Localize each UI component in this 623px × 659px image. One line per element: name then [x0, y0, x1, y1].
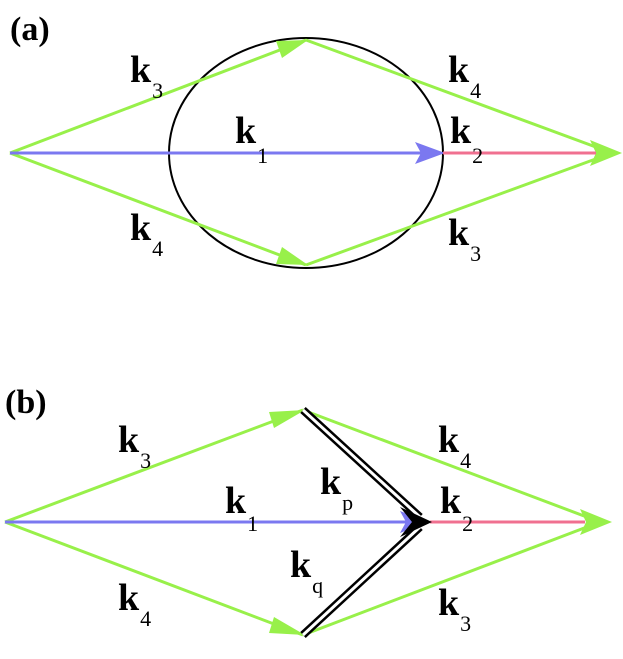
label-k3-lower-b: k3 [438, 582, 471, 636]
label-k3-upper-a: k3 [130, 49, 163, 103]
line-k4-lower-a [9, 151, 307, 267]
label-k1-a: k1 [235, 110, 268, 168]
panel-b: (b) k3 k4 kp k1 k2 kq k4 k3 [4, 384, 612, 638]
label-k3-lower-a: k3 [448, 212, 481, 266]
line-k3-lower-b [302, 520, 601, 637]
arrowhead-upper-a [276, 40, 308, 58]
line-k3-upper-b [4, 408, 304, 524]
arrowhead-lower-a [276, 247, 308, 265]
label-k3-upper-b: k3 [118, 419, 151, 473]
arrowhead-kp-kq-b [400, 507, 432, 537]
line-k4-lower-b [4, 520, 304, 637]
label-k4-upper-b: k4 [438, 419, 471, 473]
line-k4-upper-a [305, 38, 613, 155]
arrowhead-lower-b [269, 617, 305, 635]
double-line-kp [300, 407, 423, 520]
panel-a-label: (a) [10, 11, 50, 48]
line-k3-upper-a [9, 38, 307, 155]
panel-a: (a) k3 k4 k1 k2 k4 k3 [9, 11, 622, 269]
panel-b-label: (b) [5, 384, 47, 421]
arrowhead-right-b [580, 509, 612, 535]
label-k2-b: k2 [440, 480, 473, 536]
label-kp-b: kp [320, 461, 353, 515]
label-kq-b: kq [290, 544, 323, 598]
arrowhead-right-a [590, 140, 622, 166]
double-line-kq [300, 524, 423, 638]
label-k4-lower-a: k4 [130, 207, 163, 261]
arrowhead-k1-a [415, 142, 445, 164]
label-k4-lower-b: k4 [118, 577, 151, 631]
line-k4-upper-b [302, 408, 601, 524]
label-k2-a: k2 [450, 110, 483, 168]
label-k1-b: k1 [225, 480, 258, 536]
arrowhead-upper-b [269, 410, 305, 428]
label-k4-upper-a: k4 [448, 49, 481, 103]
line-k3-lower-a [305, 151, 613, 267]
